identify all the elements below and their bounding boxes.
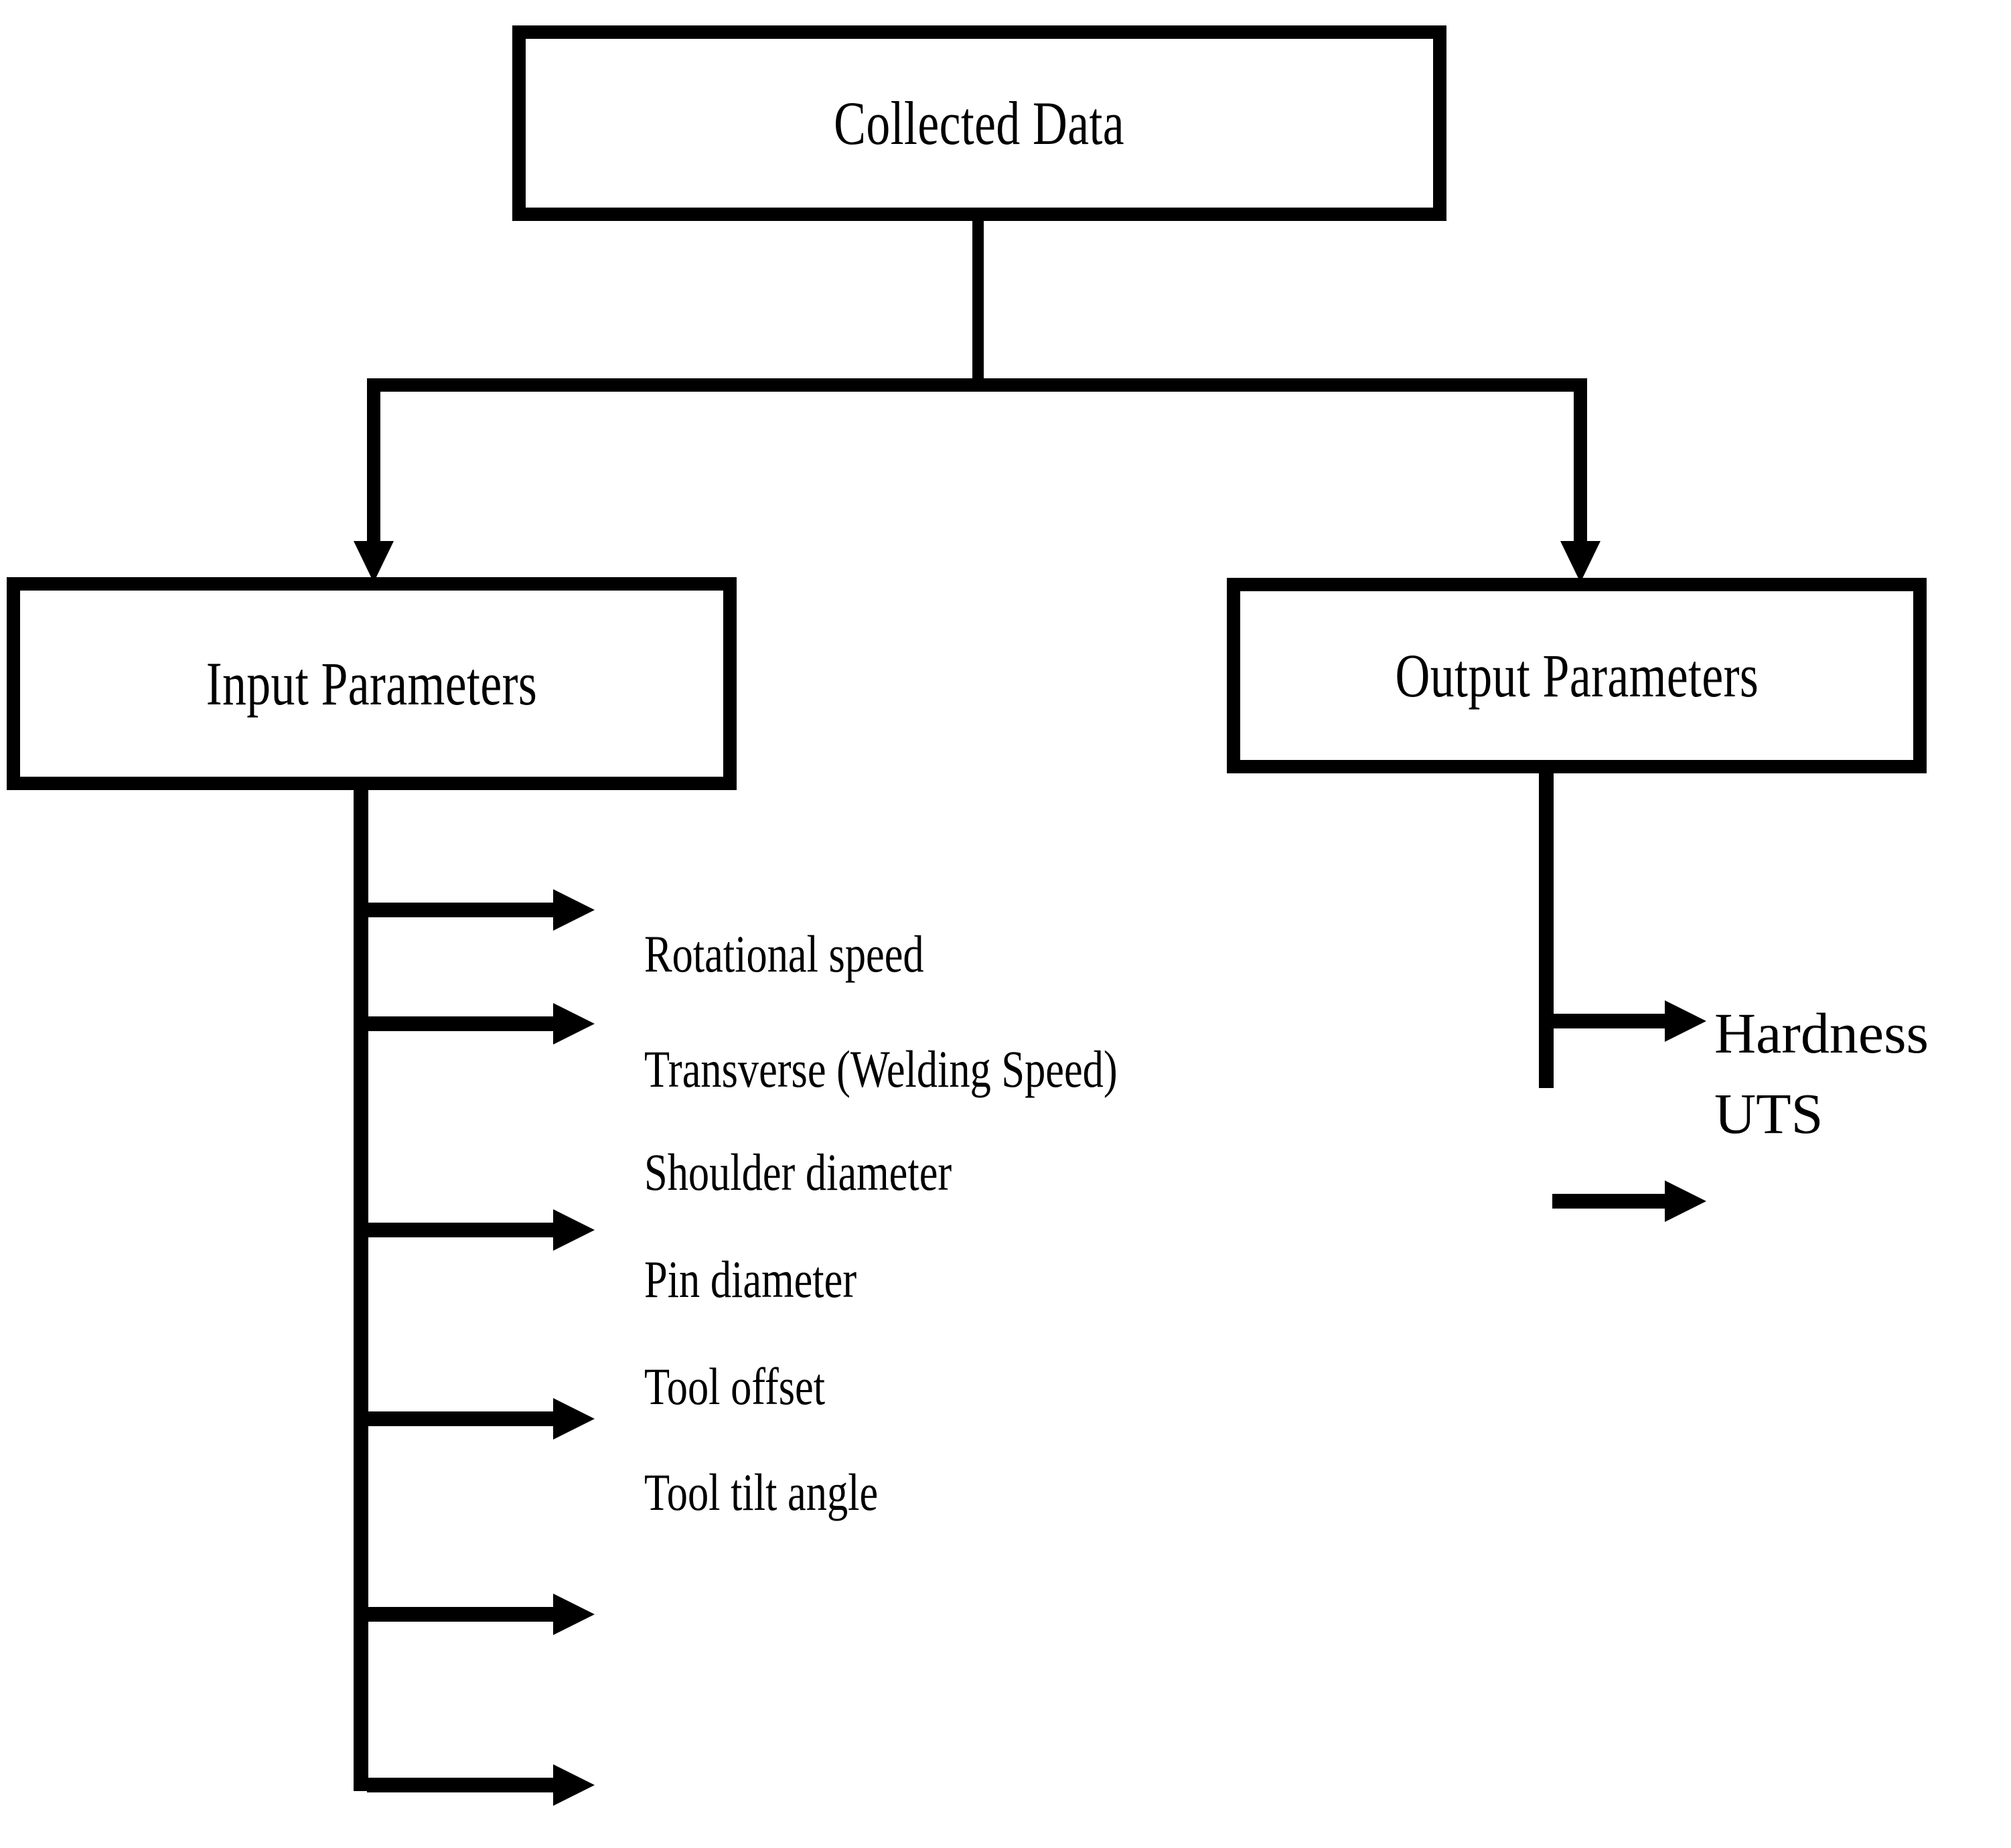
branch-arrow-input-2-shaft (367, 1016, 561, 1031)
connector-output-trunk (1539, 773, 1554, 1088)
connector-drop-left (367, 392, 380, 546)
branch-arrow-output-1-head (1665, 1000, 1706, 1042)
branch-arrow-input-6-shaft (367, 1778, 561, 1792)
branch-arrow-input-1-head (553, 889, 595, 931)
branch-arrow-output-2-head (1665, 1180, 1706, 1222)
node-output-parameters-label: Output Parameters (1395, 641, 1759, 710)
branch-arrow-input-3-shaft (367, 1223, 561, 1237)
branch-arrow-output-2 (1552, 1180, 1713, 1222)
output-param-label-hardness: Hardness (1714, 1001, 1929, 1065)
node-input-parameters[interactable]: Input Parameters (7, 577, 737, 790)
connector-root-stem (972, 221, 984, 382)
branch-arrow-input-4-head (553, 1398, 595, 1440)
input-param-label-tool-tilt-angle: Tool tilt angle (644, 1463, 879, 1521)
node-input-parameters-label: Input Parameters (206, 649, 538, 718)
connector-drop-right (1574, 392, 1587, 546)
branch-arrow-input-3 (367, 1209, 595, 1251)
input-param-label-shoulder-diameter: Shoulder diameter (644, 1143, 952, 1201)
output-param-label-uts: UTS (1714, 1081, 1823, 1146)
input-param-label-tool-offset: Tool offset (644, 1357, 826, 1415)
branch-arrow-output-2-shaft (1552, 1194, 1673, 1209)
arrowhead-down-to-input (354, 541, 394, 583)
branch-arrow-input-5-head (553, 1594, 595, 1635)
input-param-label-transverse-welding-speed: Transverse (Welding Speed) (644, 1040, 1118, 1098)
node-collected-data[interactable]: Collected Data (512, 25, 1446, 221)
branch-arrow-input-3-head (553, 1209, 595, 1251)
connector-split-bar (367, 378, 1587, 392)
branch-arrow-input-2-head (553, 1003, 595, 1045)
branch-arrow-output-1-shaft (1552, 1014, 1673, 1028)
branch-arrow-input-6-head (553, 1764, 595, 1806)
branch-arrow-input-1 (367, 889, 595, 931)
branch-arrow-input-2 (367, 1003, 595, 1045)
input-param-label-rotational-speed: Rotational speed (644, 925, 924, 983)
branch-arrow-output-1 (1552, 1000, 1713, 1042)
branch-arrow-input-1-shaft (367, 903, 561, 917)
branch-arrow-input-4-shaft (367, 1411, 561, 1426)
node-collected-data-label: Collected Data (834, 89, 1125, 157)
node-output-parameters[interactable]: Output Parameters (1227, 578, 1927, 773)
arrowhead-down-to-output (1560, 541, 1600, 583)
connector-input-trunk (354, 790, 368, 1791)
branch-arrow-input-4 (367, 1398, 595, 1440)
branch-arrow-input-6 (367, 1764, 595, 1806)
branch-arrow-input-5 (367, 1594, 595, 1635)
branch-arrow-input-5-shaft (367, 1607, 561, 1622)
input-param-label-pin-diameter: Pin diameter (644, 1250, 857, 1308)
